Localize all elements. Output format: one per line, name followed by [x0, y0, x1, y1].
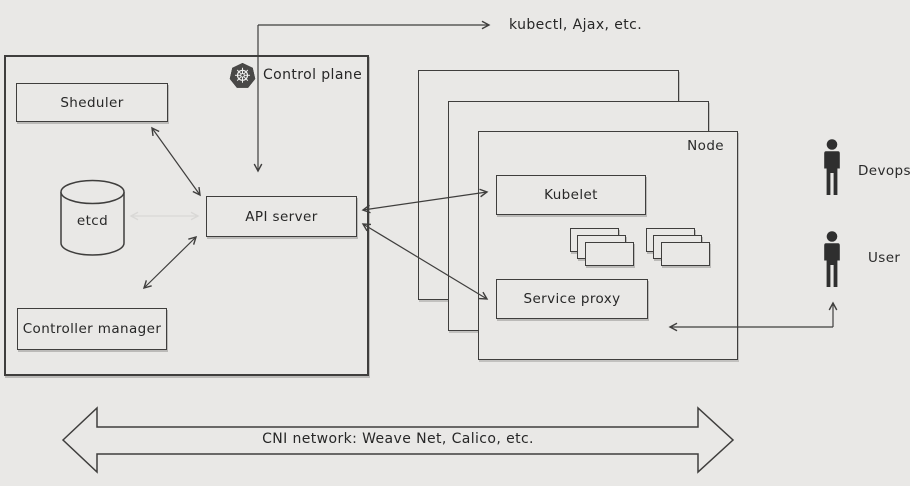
kubelet-label: Kubelet — [544, 187, 598, 203]
devops-label: Devops — [858, 163, 910, 179]
container-stack-2 — [646, 228, 710, 267]
service-proxy-label: Service proxy — [523, 291, 621, 307]
devops-icon — [824, 139, 840, 195]
etcd-cylinder: etcd — [59, 179, 126, 258]
node-box: Node Kubelet Service proxy — [478, 131, 738, 360]
control-plane-label: Control plane — [263, 67, 363, 83]
cni-network-label: CNI network: Weave Net, Calico, etc. — [262, 431, 534, 447]
api-server-label: API server — [245, 208, 318, 225]
container-stack-1 — [570, 228, 634, 267]
node-label: Node — [687, 138, 724, 154]
controller-manager-label: Controller manager — [22, 321, 162, 337]
scheduler-label: Sheduler — [60, 94, 124, 111]
user-icon — [824, 231, 840, 287]
scheduler-box: Sheduler — [16, 83, 168, 122]
user-label: User — [868, 250, 901, 266]
kubernetes-icon — [229, 63, 256, 88]
controller-manager-box: Controller manager — [17, 308, 167, 350]
service-proxy-box: Service proxy — [496, 279, 648, 319]
kubelet-box: Kubelet — [496, 175, 646, 215]
container-icon — [661, 242, 710, 266]
etcd-label: etcd — [76, 213, 109, 229]
container-icon — [585, 242, 634, 266]
external-clients-label: kubectl, Ajax, etc. — [509, 17, 643, 33]
api-server-box: API server — [206, 196, 357, 237]
